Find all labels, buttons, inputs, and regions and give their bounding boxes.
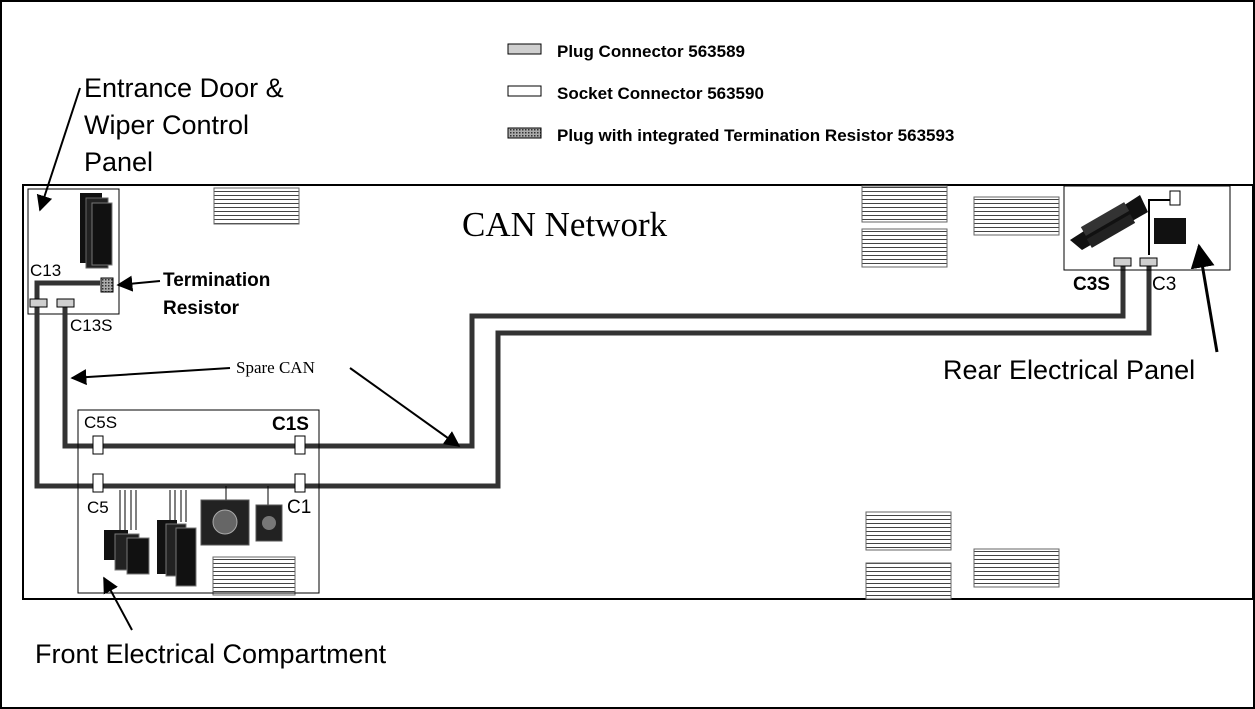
entrance-panel-arrow <box>36 87 81 212</box>
front-compartment-modules <box>104 486 283 587</box>
connector-label-c13: C13 <box>30 261 61 280</box>
rear-panel-modules <box>1070 190 1186 255</box>
legend-plug-label: Plug Connector 563589 <box>557 42 745 61</box>
hatched-block <box>973 196 1060 236</box>
rear-panel-box <box>1063 185 1231 271</box>
entrance-panel-modules <box>80 193 113 269</box>
connector-label-c5s: C5S <box>84 413 117 432</box>
hatched-blocks <box>212 185 1060 600</box>
connector-c13 <box>29 298 48 308</box>
termination-arrow <box>116 275 161 292</box>
hatched-block <box>212 556 296 596</box>
entrance-panel-label-line2: Wiper Control <box>84 110 249 140</box>
control-module <box>1086 214 1136 248</box>
control-module-dial <box>262 516 276 530</box>
legend-termination-swatch <box>507 127 542 139</box>
legend-plug-swatch <box>507 43 542 55</box>
relay-box <box>1169 190 1181 206</box>
spare-can-arrow-left <box>70 367 231 386</box>
termination-label-line1: Termination <box>163 270 270 291</box>
control-module <box>126 537 150 575</box>
entrance-panel-label-line1: Entrance Door & <box>84 73 284 103</box>
connector-c13s <box>56 298 75 308</box>
legend-socket-swatch <box>507 85 542 97</box>
vehicle-frame <box>22 184 1254 600</box>
can-main-cable <box>34 263 1152 489</box>
connector-label-c13s: C13S <box>70 316 113 335</box>
rear-panel-label: Rear Electrical Panel <box>943 355 1195 385</box>
connector-c3 <box>1139 257 1158 267</box>
connector-c3s <box>1113 257 1132 267</box>
connector-label-c3: C3 <box>1152 274 1176 295</box>
hatched-block <box>865 511 952 551</box>
connector-c1s <box>294 435 306 455</box>
can-cables <box>34 263 1152 489</box>
control-module <box>1154 218 1186 244</box>
diagram-title: CAN Network <box>462 205 668 244</box>
hatched-block <box>973 548 1060 588</box>
control-module-dial <box>212 509 238 535</box>
wire-bundle <box>119 486 269 530</box>
front-compartment-arrow <box>103 576 133 631</box>
wire <box>1148 199 1170 255</box>
connector-c5s <box>92 435 104 455</box>
hatched-block <box>861 228 948 268</box>
legend-socket-label: Socket Connector 563590 <box>557 84 764 103</box>
connector-label-c1: C1 <box>287 497 311 518</box>
entrance-panel-box <box>27 188 120 315</box>
connector-c1 <box>294 473 306 493</box>
entrance-panel-label-line3: Panel <box>84 147 153 177</box>
hatched-block <box>865 562 952 600</box>
module-stack <box>1070 195 1148 250</box>
connector-label-c1s: C1S <box>272 414 309 435</box>
control-module <box>255 504 283 542</box>
legend-termination-label: Plug with integrated Termination Resisto… <box>557 126 954 145</box>
legend: Plug Connector 563589 Socket Connector 5… <box>507 42 954 145</box>
termination-label-line2: Resistor <box>163 298 240 319</box>
front-compartment-label: Front Electrical Compartment <box>35 639 387 669</box>
hatched-block <box>213 187 300 225</box>
termination-resistor-plug <box>100 277 114 293</box>
control-module <box>175 527 197 587</box>
connector-label-c5: C5 <box>87 498 109 517</box>
control-module <box>1080 202 1130 236</box>
connector-label-c3s: C3S <box>1073 274 1110 295</box>
connector-c5 <box>92 473 104 493</box>
hatched-block <box>861 185 948 223</box>
spare-can-label: Spare CAN <box>236 358 315 377</box>
spare-can-arrow-right <box>349 367 461 447</box>
front-compartment-box <box>77 409 320 594</box>
control-module <box>91 202 113 266</box>
rear-panel-arrow <box>1190 243 1219 353</box>
can-spare-cable <box>62 263 1126 449</box>
